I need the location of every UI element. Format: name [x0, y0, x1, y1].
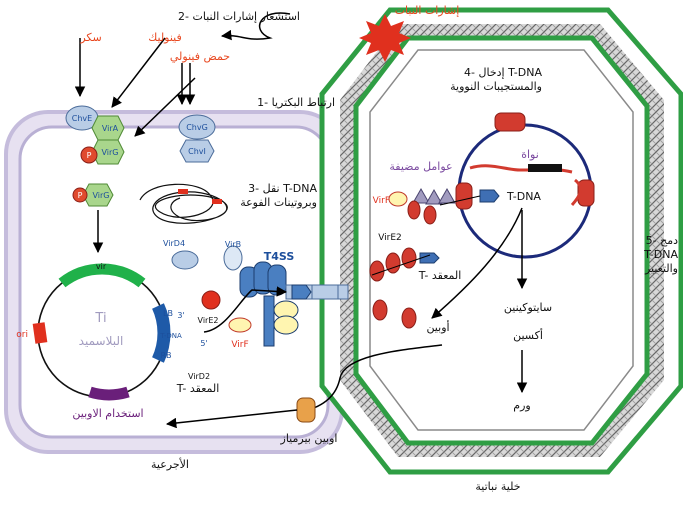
- opine-export: [165, 344, 443, 429]
- tcomplex-bact-label: T- المعقد: [176, 382, 220, 395]
- host-factors: [388, 187, 500, 225]
- opine-catabolism-label: استخدام الاوبين: [72, 407, 143, 420]
- vire2-plant-label: VirE2: [378, 233, 402, 243]
- ori-label: ori: [16, 330, 28, 340]
- signal-arrows: [74, 12, 291, 137]
- integrated-tdna: [528, 164, 562, 172]
- agrobacterium-label: الأجرعية: [151, 457, 189, 471]
- nuclear-pore-right: [577, 179, 595, 207]
- virf-host-label: VirF: [373, 196, 390, 206]
- plant-signal-starburst-icon: [359, 14, 411, 62]
- step3-title: 3- نقل T-DNA: [248, 182, 317, 195]
- vira-label: VirA: [102, 124, 119, 133]
- plant-signals-label: إشارات النبات: [395, 4, 460, 17]
- nucleus: [455, 112, 595, 259]
- rb-label: RB: [160, 351, 171, 360]
- t4ss-label: T4SS: [264, 250, 295, 263]
- tumor-label: ورم: [513, 399, 530, 412]
- ti-plasmid: [32, 263, 171, 401]
- nucleus-output-arrows: [431, 207, 528, 394]
- tdna-region: [152, 303, 171, 363]
- phospho-label: P: [87, 151, 92, 160]
- step2-title: 2- استشعار إشارات النبات: [178, 10, 300, 23]
- step3-subtitle: وبروتينات الفوعة: [240, 196, 317, 209]
- chve-label: ChvE: [72, 114, 92, 123]
- step5-title: 5- دمج: [646, 234, 678, 247]
- three-prime-label: 3': [177, 311, 184, 320]
- five-prime-label: 5': [200, 339, 207, 348]
- lb-label: LB: [163, 309, 173, 318]
- sugar-label: سكر: [79, 31, 101, 44]
- auxin-label: أكسين: [513, 328, 543, 342]
- step4-title: 4- إدخال T-DNA: [464, 66, 542, 79]
- step5-title-line2: T-DNA: [643, 248, 678, 261]
- opine-plant-label: أوبين: [426, 320, 449, 334]
- ori-site: [32, 322, 48, 344]
- ti-label: Ti: [94, 311, 106, 326]
- nucleus-label: نواة: [521, 148, 539, 161]
- step1-title: 1- ارتباط البكتريا: [257, 96, 335, 109]
- plant-cell-label: خلية نباتية: [475, 480, 520, 493]
- virf-bact-label: VirF: [231, 340, 248, 350]
- phenolic-acid-label: حمض فينولي: [170, 50, 230, 63]
- vir-region: [58, 263, 146, 288]
- bacterial-chromosome: [139, 183, 228, 224]
- opine-permease-label: اوبين بيرمياز: [280, 432, 338, 445]
- virg-active-label: VirG: [92, 191, 109, 200]
- t4ss: [171, 245, 349, 347]
- nuclear-pore-top: [494, 112, 526, 132]
- tdna-plasmid-label: T-DNA: [159, 332, 182, 340]
- plasmid-label: البلاسميد: [79, 334, 124, 348]
- host-factors-label: عوامل مضيفة: [389, 160, 452, 173]
- vire2-bact-label: VirE2: [198, 316, 219, 325]
- vir-gene-label: vir: [96, 262, 107, 271]
- step4-subtitle: والمستجيبات النووية: [450, 80, 542, 93]
- phenolic-label: فينوليك: [148, 31, 182, 44]
- vird4-label: VirD4: [163, 239, 185, 248]
- virb-label: VirB: [225, 240, 241, 249]
- phospho-active-label: P: [78, 191, 83, 200]
- virg-label: VirG: [101, 148, 118, 157]
- bacterium: [4, 110, 344, 454]
- cytokinin-label: سايتوكينين: [504, 301, 552, 314]
- tcomplex-cytoplasm: [369, 247, 440, 329]
- labels: 2- استشعار إشارات النبات سكر فينوليك حمض…: [16, 4, 678, 493]
- vird2-label: VirD2: [188, 372, 210, 381]
- step5-title-line3: والتعبير: [644, 262, 678, 275]
- tcomplex-plant-label: T- المعقد: [418, 269, 462, 282]
- chvg-label: ChvG: [186, 123, 208, 132]
- nuclear-pore-left: [455, 182, 473, 210]
- chvi-label: ChvI: [188, 147, 206, 156]
- tdna-nucleus-label: T-DNA: [506, 190, 541, 203]
- opine-catabolism-region: [88, 386, 130, 401]
- vir-sensors: ChvE VirA VirG P ChvG ChvI VirG P: [65, 105, 216, 254]
